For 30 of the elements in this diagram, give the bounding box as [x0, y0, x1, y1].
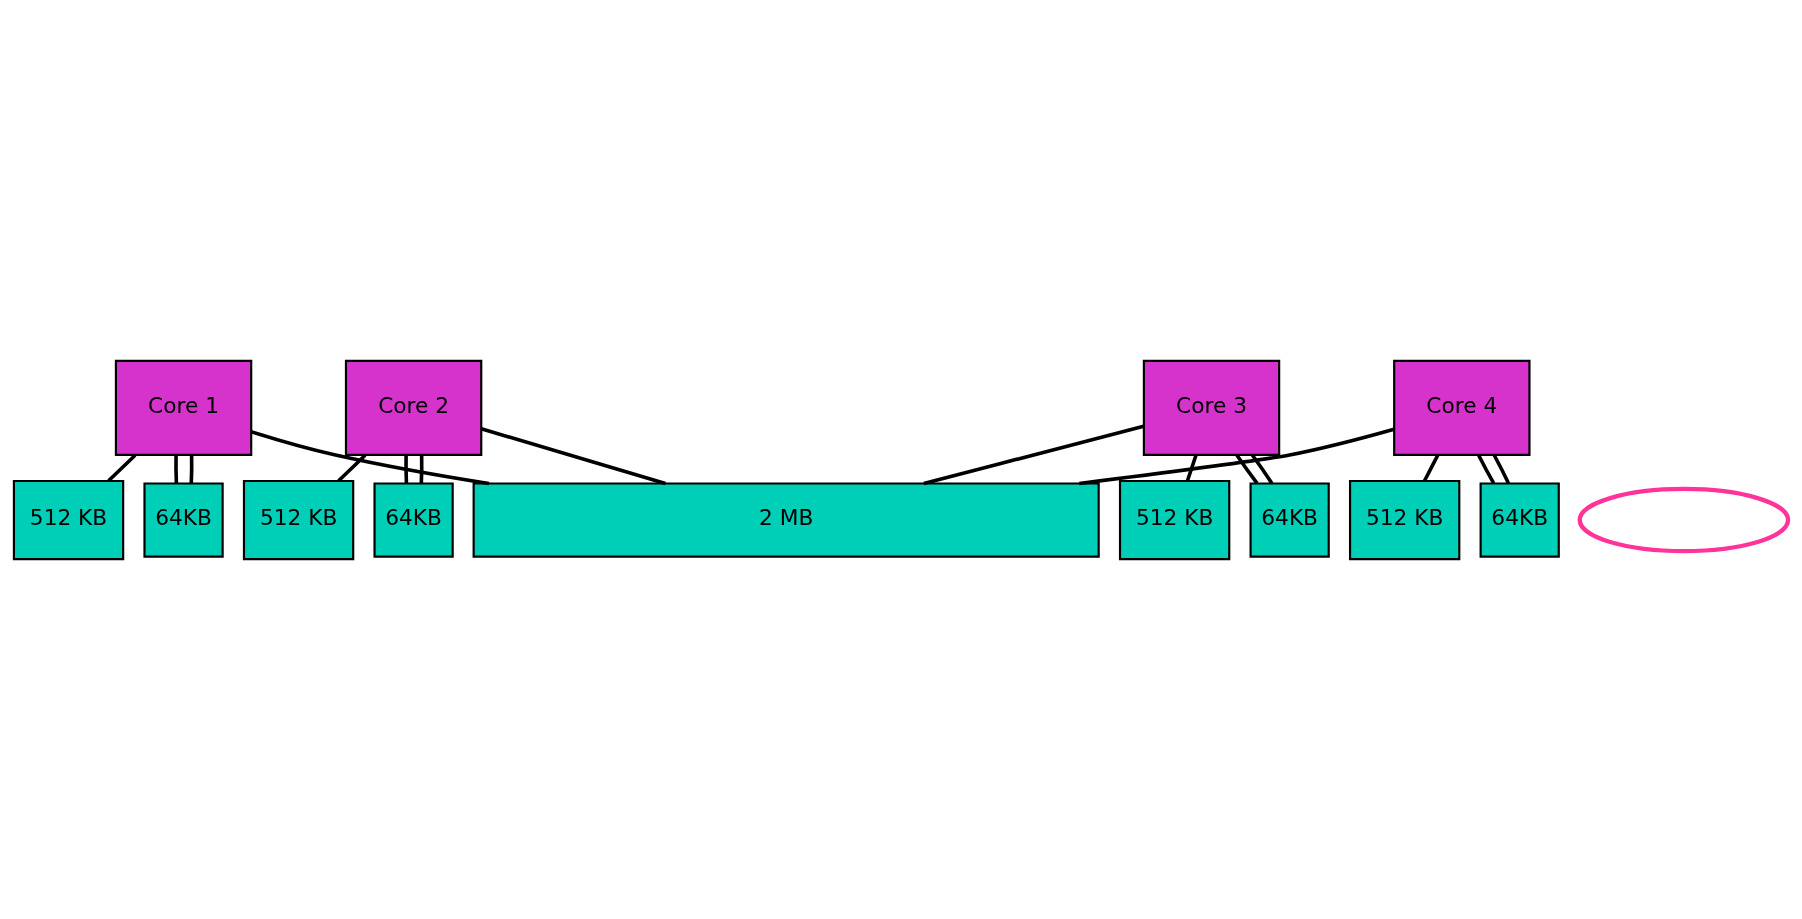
node-box: 64KB [1479, 481, 1560, 558]
node-box: 512 KB [12, 479, 125, 560]
node-ellipse [1577, 486, 1791, 553]
node-box: 512 KB [1118, 479, 1231, 560]
connector [1185, 454, 1198, 481]
connector [480, 426, 666, 485]
connector [1422, 453, 1440, 482]
connector [1251, 453, 1274, 484]
connector [1235, 453, 1259, 484]
connector [1079, 426, 1395, 485]
connector [250, 429, 490, 485]
connector [174, 454, 179, 483]
connector [1477, 453, 1496, 484]
node-box: 2 MB [472, 481, 1100, 558]
node-box: 512 KB [1348, 479, 1461, 560]
node-box: Core 2 [344, 359, 483, 456]
node-box: Core 4 [1393, 359, 1531, 456]
connector [1492, 453, 1511, 484]
connector [419, 454, 424, 483]
node-box: 64KB [143, 481, 224, 558]
node-box: 512 KB [242, 479, 355, 560]
node-box: 64KB [1249, 481, 1330, 558]
connector [107, 453, 137, 482]
node-box: Core 3 [1142, 359, 1281, 456]
connector [189, 454, 194, 483]
connector [404, 454, 409, 483]
connector [923, 424, 1145, 485]
node-box: Core 1 [114, 359, 253, 456]
connector [337, 453, 367, 482]
node-box: 64KB [373, 481, 454, 558]
